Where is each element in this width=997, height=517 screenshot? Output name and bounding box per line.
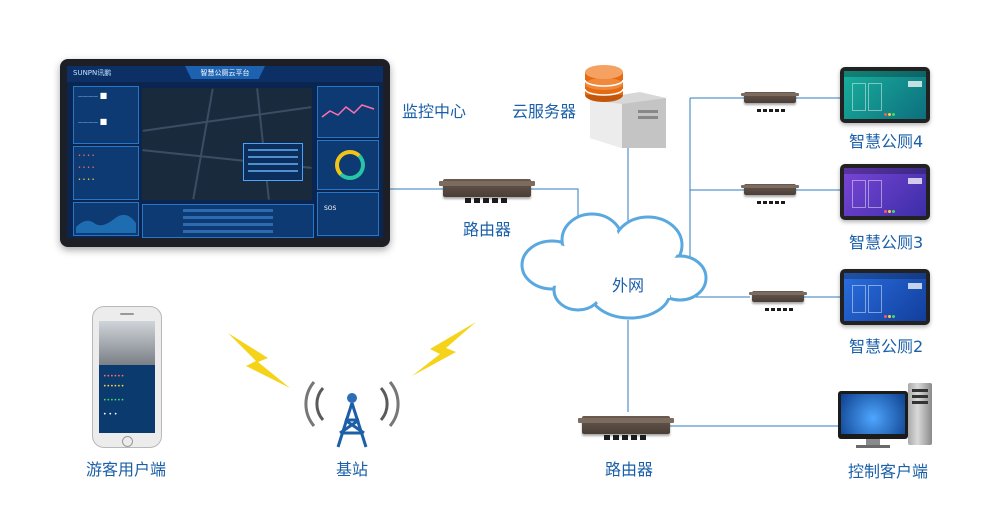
left-stat-panel: ———— ■ ———— ■ <box>73 86 139 144</box>
phone-screen: •••••• •••••• •••••• • • • <box>99 321 155 433</box>
label-toilet3: 智慧公厕3 <box>849 233 924 252</box>
label-base-station: 基站 <box>336 460 369 479</box>
smartphone-icon: •••••• •••••• •••••• • • • <box>92 306 162 448</box>
info-table <box>142 204 314 238</box>
city-map <box>142 88 312 200</box>
left-env-panel: • • • • • • • • • • • • <box>73 146 139 200</box>
right-alert-panel: SOS <box>317 192 379 236</box>
right-trend-panel <box>317 86 379 138</box>
router-icon-toilet4 <box>741 92 799 112</box>
cell-tower-icon <box>304 381 400 448</box>
label-router-top: 路由器 <box>463 220 512 239</box>
toilet2-display <box>840 269 930 325</box>
database-server-icon <box>584 65 666 148</box>
mini-area-chart <box>76 214 136 233</box>
router-icon-toilet3 <box>741 184 799 204</box>
pc-base <box>856 445 890 448</box>
pc-tower <box>908 383 932 445</box>
lightning-icon-left <box>228 333 290 388</box>
dashboard-display: SUNPN讯鹏 智慧公厕云平台 ———— ■ ———— ■ • • • • • … <box>67 66 383 238</box>
router-icon-toilet2 <box>749 291 807 311</box>
label-control-client: 控制客户端 <box>848 462 929 481</box>
gauge-ring <box>335 150 365 180</box>
lightning-icon-right <box>412 322 476 376</box>
pc-stand <box>866 439 880 445</box>
label-internet: 外网 <box>612 276 645 295</box>
label-cloud-server: 云服务器 <box>512 102 577 121</box>
left-chart-panel <box>73 202 139 236</box>
label-tourist-client: 游客用户端 <box>86 460 167 479</box>
label-router-bottom: 路由器 <box>605 460 654 479</box>
map-popup <box>243 143 303 181</box>
label-monitor-center: 监控中心 <box>402 102 467 121</box>
dashboard-title: 智慧公厕云平台 <box>200 69 250 77</box>
monitoring-dashboard-screen: SUNPN讯鹏 智慧公厕云平台 ———— ■ ———— ■ • • • • • … <box>60 59 390 247</box>
toilet3-display <box>840 164 930 220</box>
dashboard-title-tab <box>185 66 265 79</box>
router-icon-bottom <box>578 416 674 440</box>
router-icon-top <box>439 179 535 203</box>
mini-line-chart <box>321 104 375 118</box>
label-toilet2: 智慧公厕2 <box>849 337 924 356</box>
dashboard-brand: SUNPN讯鹏 <box>73 69 112 77</box>
toilet4-display <box>840 67 930 123</box>
desktop-pc-icon <box>838 391 908 439</box>
label-toilet4: 智慧公厕4 <box>849 132 924 151</box>
